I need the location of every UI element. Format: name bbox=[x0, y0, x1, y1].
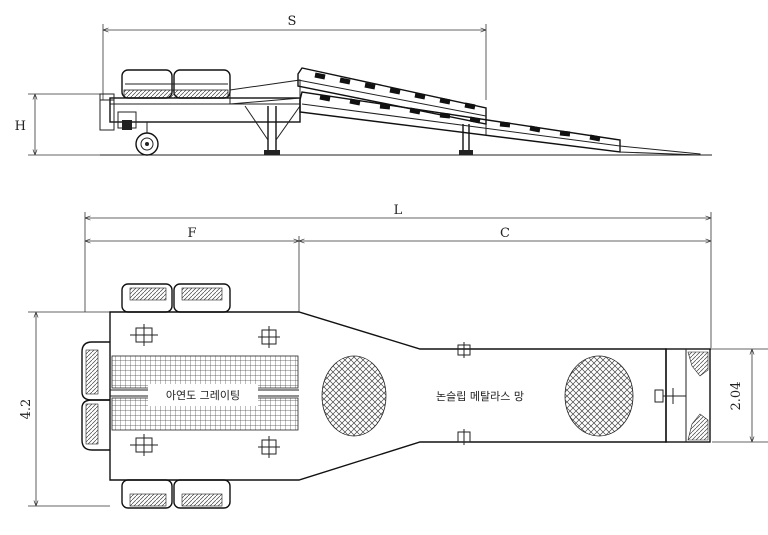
walkway-plate bbox=[229, 79, 301, 105]
dimension-h: H bbox=[15, 93, 140, 156]
lip-section bbox=[654, 348, 711, 443]
plan-view: L F C 4.2 2.04 bbox=[19, 203, 768, 509]
platform-frame-side bbox=[99, 93, 301, 131]
dimension-platform-width: 4.2 bbox=[19, 311, 110, 507]
dimension-l-label: L bbox=[394, 203, 403, 218]
clamp-symbols bbox=[130, 324, 471, 458]
dimension-lip-width: 2.04 bbox=[712, 348, 768, 443]
dimension-l: L bbox=[84, 203, 712, 350]
dimension-lip-width-label: 2.04 bbox=[729, 382, 744, 411]
support-legs bbox=[244, 105, 473, 155]
mesh-label: 논슬립 메탈라스 망 bbox=[436, 390, 524, 403]
ramp-lowered bbox=[299, 91, 701, 156]
bumpers-top bbox=[121, 283, 231, 313]
dimension-f-label: F bbox=[187, 226, 196, 241]
grating-label: 아연도 그레이팅 bbox=[166, 389, 240, 402]
dimension-h-label: H bbox=[15, 119, 26, 134]
mesh-areas: 논슬립 메탈라스 망 bbox=[321, 355, 634, 437]
grating-area: 아연도 그레이팅 bbox=[111, 355, 299, 431]
bumpers-bottom bbox=[121, 479, 231, 509]
dimension-f: F bbox=[85, 226, 300, 312]
dimension-c: C bbox=[299, 226, 711, 241]
bumper-blocks-side bbox=[121, 69, 231, 99]
side-view: S H bbox=[15, 14, 712, 156]
bumpers-front bbox=[81, 341, 110, 451]
dimension-platform-width-label: 4.2 bbox=[19, 399, 34, 420]
dimension-s: S bbox=[102, 14, 487, 100]
dimension-c-label: C bbox=[500, 226, 510, 241]
ramp-raised bbox=[297, 67, 487, 125]
wheel bbox=[135, 122, 159, 156]
dimension-s-label: S bbox=[288, 14, 297, 29]
